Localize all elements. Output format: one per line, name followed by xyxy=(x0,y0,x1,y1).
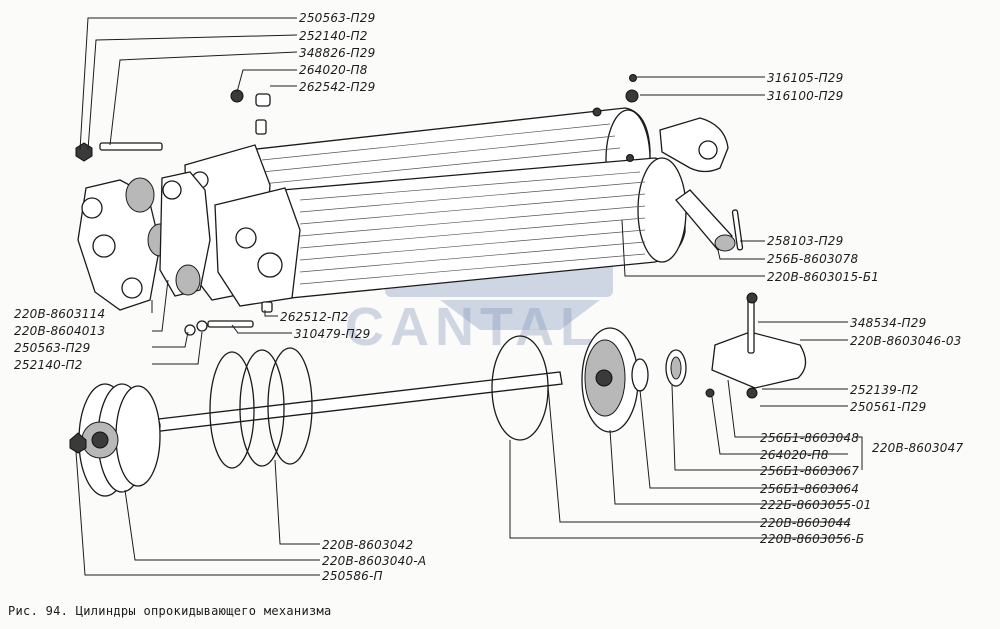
label-256b-8603078: 256Б-8603078 xyxy=(767,252,858,266)
label-256b1-8603064: 256Б1-8603064 xyxy=(760,482,859,496)
label-220v-8603044: 220В-8603044 xyxy=(760,516,851,530)
label-220v-8603040-a: 220В-8603040-А xyxy=(322,554,426,568)
label-220v-8603015-b1: 220В-8603015-Б1 xyxy=(767,270,879,284)
pin-parts xyxy=(675,189,744,252)
label-316105-p29: 316105-П29 xyxy=(767,71,843,85)
label-264020-p8: 264020-П8 xyxy=(299,63,368,77)
figure-caption: Рис. 94. Цилиндры опрокидывающего механи… xyxy=(8,604,332,618)
label-220v-8603046-03: 220В-8603046-03 xyxy=(850,334,962,348)
label-222b-8603055-01: 222Б-8603055-01 xyxy=(760,498,872,512)
label-262542-p29: 262542-П29 xyxy=(299,80,375,94)
label-316100-p29: 316100-П29 xyxy=(767,89,843,103)
label-252140-p2-lower: 252140-П2 xyxy=(14,358,83,372)
label-250586-p: 250586-П xyxy=(322,569,383,583)
label-220v-8603114: 220В-8603114 xyxy=(14,307,105,321)
label-348826-p29: 348826-П29 xyxy=(299,46,375,60)
label-264020-p8-lower: 264020-П8 xyxy=(760,448,829,462)
label-262512-p2: 262512-П2 xyxy=(280,310,349,324)
label-310479-p29: 310479-П29 xyxy=(294,327,370,341)
label-220v-8603042: 220В-8603042 xyxy=(322,538,413,552)
label-220v-8603056-b: 220В-8603056-Б xyxy=(760,532,864,546)
label-252140-p2: 252140-П2 xyxy=(299,29,368,43)
label-220v-8604013: 220В-8604013 xyxy=(14,324,105,338)
mid-fasteners xyxy=(184,301,273,336)
upper-cylinder-assembly xyxy=(184,107,729,307)
part-labels: 250563-П29 252140-П2 348826-П29 264020-П… xyxy=(14,11,963,583)
label-252139-p2: 252139-П2 xyxy=(850,383,919,397)
label-256b1-8603048: 256Б1-8603048 xyxy=(760,431,859,445)
watermark-text: CANTAL xyxy=(345,297,599,357)
label-256b1-8603067: 256Б1-8603067 xyxy=(760,464,859,478)
piston-rod-assembly xyxy=(69,292,807,497)
label-250561-p29: 250561-П29 xyxy=(850,400,926,414)
flange-plates xyxy=(77,171,211,311)
label-348534-p29: 348534-П29 xyxy=(850,316,926,330)
leader-lines xyxy=(75,17,863,576)
label-250563-p29-lower: 250563-П29 xyxy=(14,341,90,355)
label-220v-8603047: 220В-8603047 xyxy=(872,441,963,455)
label-258103-p29: 258103-П29 xyxy=(767,234,843,248)
label-250563-p29: 250563-П29 xyxy=(299,11,375,25)
